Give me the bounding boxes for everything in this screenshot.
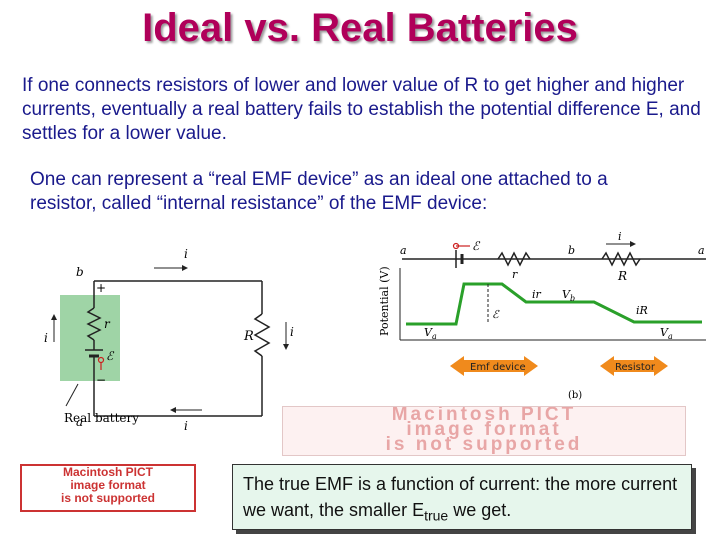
resistor-R bbox=[253, 313, 271, 357]
arrowhead-i-right bbox=[283, 344, 289, 350]
label-r: r bbox=[512, 268, 518, 281]
emf-device-arrow bbox=[450, 356, 538, 376]
label-Va-end: Va bbox=[660, 326, 673, 341]
note-subscript: true bbox=[424, 507, 449, 524]
arrowhead-i-left bbox=[51, 314, 57, 320]
pict-line-3: is not supported bbox=[61, 491, 155, 505]
paragraph-intro: If one connects resistors of lower and l… bbox=[22, 75, 701, 144]
label-i-top: i bbox=[184, 247, 188, 261]
arrowhead-i-top bbox=[182, 265, 188, 271]
label-emf: ℰ bbox=[472, 239, 481, 253]
label-real-battery: Real battery bbox=[64, 411, 139, 425]
resistor-arrow bbox=[600, 356, 668, 376]
resistor-R bbox=[601, 251, 641, 267]
label-b: b bbox=[568, 244, 575, 257]
label-i-left: i bbox=[44, 331, 48, 345]
pointer-real-battery bbox=[65, 383, 79, 407]
label-emf: ℰ bbox=[106, 349, 115, 363]
arrowhead-i bbox=[630, 241, 636, 247]
pict-line-1: Macintosh PICT bbox=[391, 406, 577, 425]
y-axis-label: Potential (V) bbox=[378, 266, 391, 336]
label-Va: Va bbox=[424, 326, 437, 341]
emf-device-label: Emf device bbox=[470, 362, 526, 373]
label-R: R bbox=[617, 269, 627, 283]
true-emf-note-box: The true EMF is a function of current: t… bbox=[232, 464, 692, 530]
resistor-label: Resistor bbox=[615, 362, 656, 373]
label-R: R bbox=[243, 329, 254, 344]
pict-line-2: image format bbox=[70, 478, 146, 492]
label-a-end: a bbox=[698, 244, 705, 257]
note-text-end: we get. bbox=[448, 500, 512, 520]
pict-line-2: image format bbox=[406, 419, 562, 440]
pict-line-1: Macintosh PICT bbox=[62, 465, 153, 479]
figure-caption: (b) bbox=[568, 390, 582, 401]
paragraph-real-emf: One can represent a “real EMF device” as… bbox=[30, 169, 608, 214]
label-iR: iR bbox=[636, 304, 648, 317]
label-ir: ir bbox=[532, 288, 542, 301]
label-r: r bbox=[104, 317, 111, 331]
label-minus: − bbox=[96, 373, 106, 387]
unsupported-image-placeholder-small: Macintosh PICT image format is not suppo… bbox=[20, 464, 196, 512]
real-battery-circuit-diagram: i R i i b + r ℰ − a i Real battery bbox=[44, 247, 294, 432]
potential-diagram: a ℰ r b i R a Potential (V) ℰ ir Vb Va i… bbox=[378, 230, 706, 401]
label-a: a bbox=[76, 415, 83, 429]
internal-resistor-r bbox=[86, 307, 102, 341]
label-plus: + bbox=[96, 281, 106, 295]
label-Vb: Vb bbox=[562, 288, 575, 303]
pict-line-3: is not supported bbox=[385, 434, 583, 455]
label-emf-mid: ℰ bbox=[492, 308, 500, 321]
unsupported-image-placeholder-large: Macintosh PICT image format is not suppo… bbox=[282, 406, 686, 456]
internal-resistor-r bbox=[497, 251, 531, 267]
potential-curve bbox=[406, 282, 702, 326]
arrowhead-i-bottom bbox=[170, 407, 176, 413]
label-b: b bbox=[76, 265, 84, 279]
label-i-right: i bbox=[290, 325, 294, 339]
label-a: a bbox=[400, 244, 407, 257]
note-text: The true EMF is a function of current: t… bbox=[243, 474, 678, 520]
slide-title: Ideal vs. Real Batteries bbox=[142, 6, 578, 50]
label-i: i bbox=[618, 230, 622, 243]
label-i-bottom: i bbox=[184, 419, 188, 432]
